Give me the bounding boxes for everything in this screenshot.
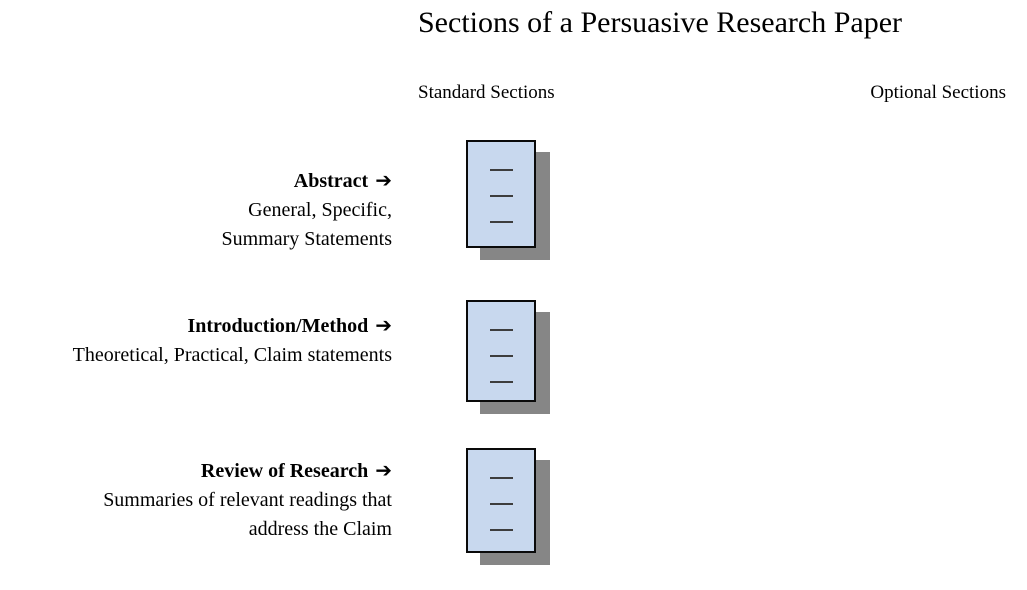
text-line-mark xyxy=(489,477,513,479)
section-label-text: Abstract xyxy=(293,170,369,192)
arrow-right-icon: ➔ xyxy=(375,168,392,192)
text-line-mark xyxy=(489,221,513,223)
section-label-text: Review of Research xyxy=(200,460,369,482)
column-header-standard: Standard Sections xyxy=(418,82,555,103)
row-label-introduction-method: Introduction/Method ➔ Theoretical, Practi… xyxy=(0,311,392,370)
document-icon xyxy=(466,300,550,414)
text-line-mark xyxy=(489,195,513,197)
text-line-mark xyxy=(489,329,513,331)
column-header-optional: Optional Sections xyxy=(870,82,1006,103)
document-icon xyxy=(466,448,550,565)
section-description-line: Summary Statements xyxy=(221,228,392,250)
section-description-line: Summaries of relevant readings that xyxy=(103,489,392,511)
document-page xyxy=(466,140,536,248)
section-description-line: General, Specific, xyxy=(248,199,392,221)
section-label: Abstract ➔ xyxy=(0,166,392,196)
section-label: Review of Research ➔ xyxy=(0,456,392,486)
figure-title: Sections of a Persuasive Research Paper xyxy=(418,6,903,39)
text-line-mark xyxy=(489,529,513,531)
row-label-review-of-research: Review of Research ➔ Summaries of relevan… xyxy=(0,456,392,544)
arrow-right-icon: ➔ xyxy=(375,313,392,337)
section-description-line: Theoretical, Practical, Claim statements xyxy=(72,344,392,366)
arrow-right-icon: ➔ xyxy=(375,458,392,482)
text-line-mark xyxy=(489,503,513,505)
document-icon xyxy=(466,140,550,260)
section-label-text: Introduction/Method xyxy=(187,315,369,337)
document-page xyxy=(466,300,536,402)
document-page xyxy=(466,448,536,553)
text-line-mark xyxy=(489,355,513,357)
text-line-mark xyxy=(489,169,513,171)
section-description-line: address the Claim xyxy=(248,518,392,540)
row-label-abstract: Abstract ➔ General, Specific, Summary Sta… xyxy=(0,166,392,254)
text-line-mark xyxy=(489,381,513,383)
section-label: Introduction/Method ➔ xyxy=(0,311,392,341)
